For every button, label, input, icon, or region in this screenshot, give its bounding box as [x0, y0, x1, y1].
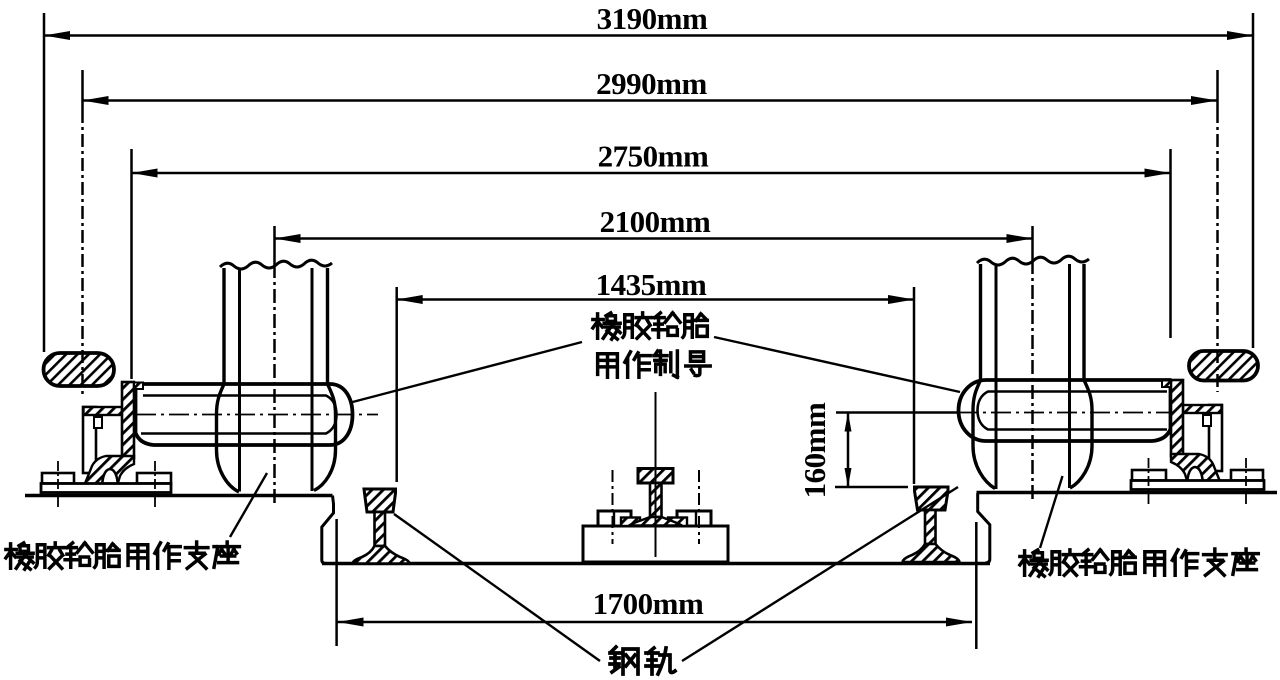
svg-text:3190mm: 3190mm: [597, 1, 708, 36]
svg-text:2750mm: 2750mm: [598, 139, 709, 174]
svg-text:2100mm: 2100mm: [600, 204, 711, 239]
svg-text:1435mm: 1435mm: [596, 267, 707, 302]
svg-text:1700mm: 1700mm: [593, 586, 704, 621]
svg-text:2990mm: 2990mm: [596, 66, 707, 101]
svg-text:160mm: 160mm: [797, 402, 832, 498]
